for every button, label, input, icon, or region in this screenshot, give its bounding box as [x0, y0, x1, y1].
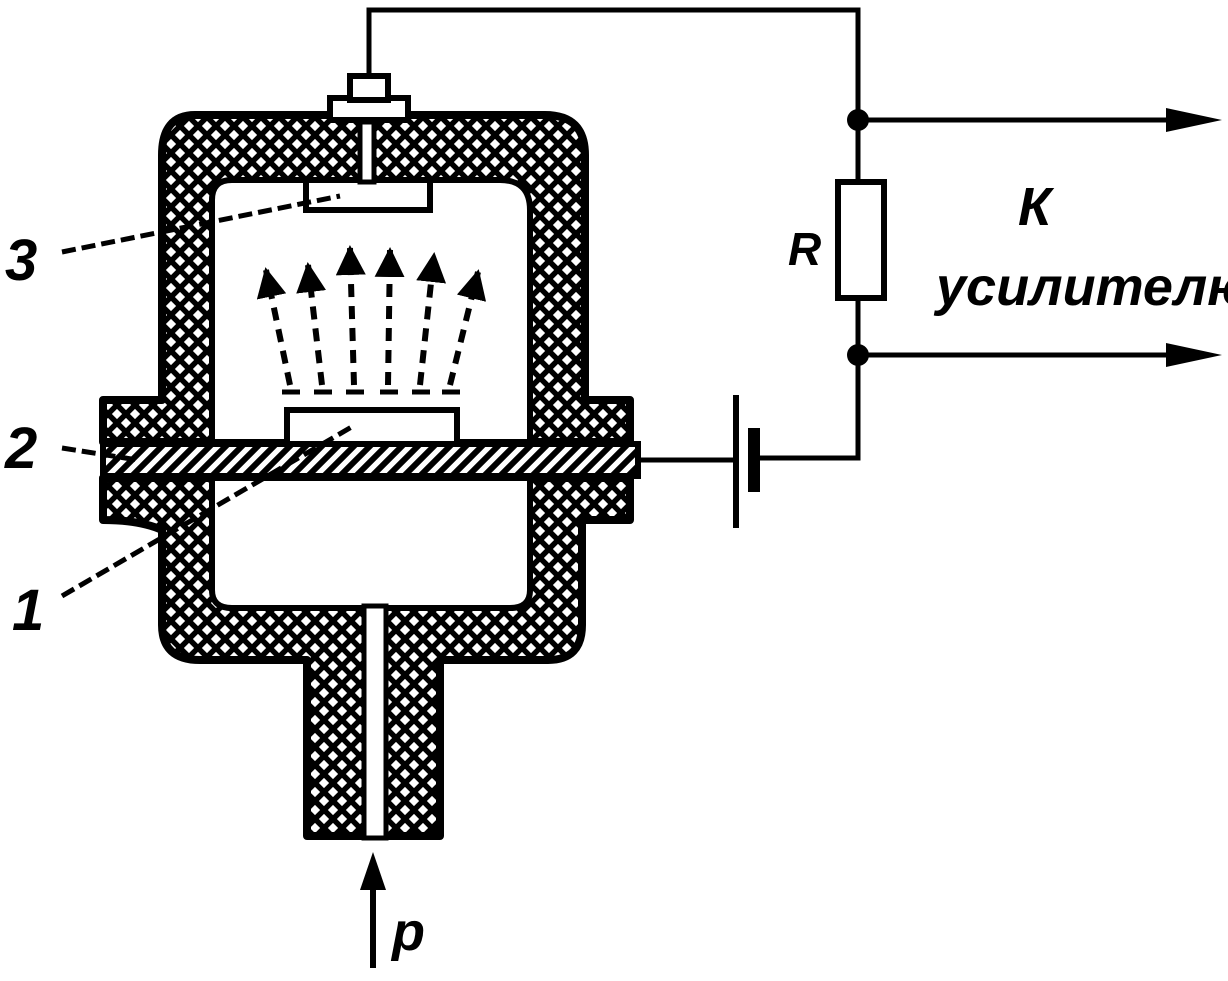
leader-part3	[61, 193, 341, 255]
upper-chamber	[209, 177, 533, 445]
leader-part1	[60, 422, 357, 599]
leader-lines	[60, 193, 357, 599]
label-output-line2: усилителю	[933, 257, 1228, 317]
output-arrow-bottom	[1166, 343, 1222, 367]
label-output-line1: К	[1018, 177, 1055, 237]
leader-part2	[61, 445, 139, 463]
label-part2: 2	[4, 416, 37, 481]
junction-node-top	[847, 109, 869, 131]
label-part3: 3	[5, 228, 37, 293]
resistor	[835, 179, 887, 301]
lower-chamber	[209, 475, 533, 611]
emitter-plate	[284, 407, 460, 447]
radiation-arrow	[296, 262, 327, 386]
wire-node-to-battery	[752, 355, 861, 461]
terminal-cap	[347, 73, 391, 103]
label-part1: 1	[12, 578, 44, 643]
radiation-arrows	[256, 245, 487, 386]
radiation-arrow	[447, 269, 487, 386]
electrode-stem	[357, 119, 377, 185]
label-pressure: p	[390, 902, 425, 962]
output-arrow-top	[1166, 108, 1222, 132]
radiation-arrow	[374, 247, 405, 386]
radiation-arrow	[256, 267, 293, 386]
junction-node-bottom	[847, 344, 869, 366]
diaphragm	[100, 441, 641, 479]
circuit-wires	[366, 7, 1180, 463]
wire-terminal-to-node	[366, 7, 861, 120]
radiation-arrow	[335, 245, 366, 386]
pressure-inlet-channel	[361, 603, 389, 841]
battery-short-plate	[748, 428, 760, 492]
pressure-arrow-head	[360, 852, 386, 890]
label-resistor: R	[788, 223, 821, 275]
